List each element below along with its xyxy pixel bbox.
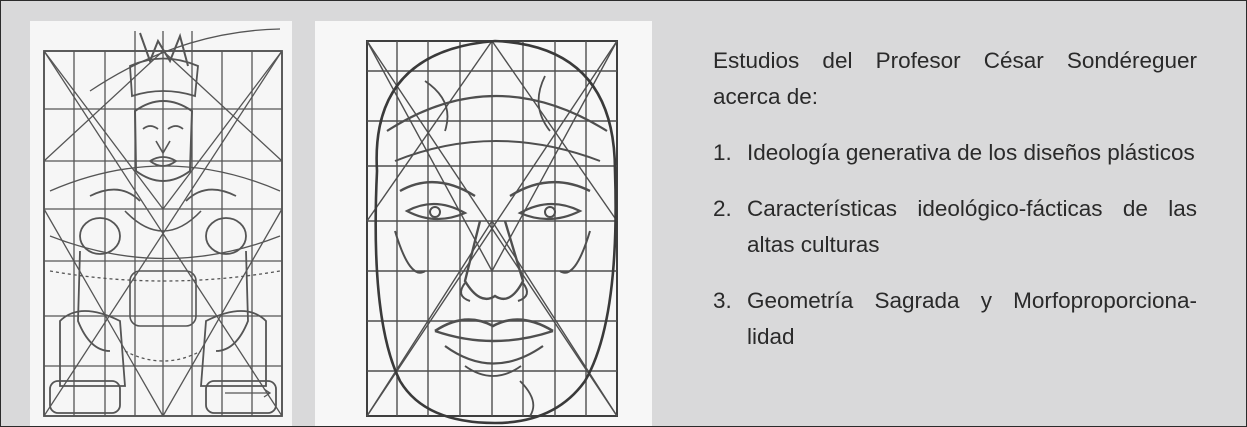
list-item: 2. Características ideológico-fácticas d… bbox=[713, 191, 1197, 263]
colossal-head-sketch-image bbox=[315, 21, 652, 426]
list-item-text: Geometría Sagrada y Morfoproporciona-lid… bbox=[747, 288, 1197, 349]
list-item-text: Características ideológico-fácticas de l… bbox=[747, 196, 1197, 257]
studies-list: 1. Ideología generativa de los diseños p… bbox=[713, 135, 1197, 355]
list-item: 1. Ideología generativa de los diseños p… bbox=[713, 135, 1197, 171]
list-item-number: 3. bbox=[713, 288, 732, 313]
list-item-text: Ideología generativa de los diseños plás… bbox=[747, 140, 1195, 165]
sculpture-sketch-image bbox=[30, 21, 292, 426]
intro-text: Estudios del Profesor César Sondéreguer … bbox=[713, 48, 1197, 109]
list-item: 3. Geometría Sagrada y Morfoproporciona-… bbox=[713, 283, 1197, 355]
studies-text-block: Estudios del Profesor César Sondéreguer … bbox=[713, 43, 1197, 375]
list-item-number: 1. bbox=[713, 140, 732, 165]
list-item-number: 2. bbox=[713, 196, 732, 221]
